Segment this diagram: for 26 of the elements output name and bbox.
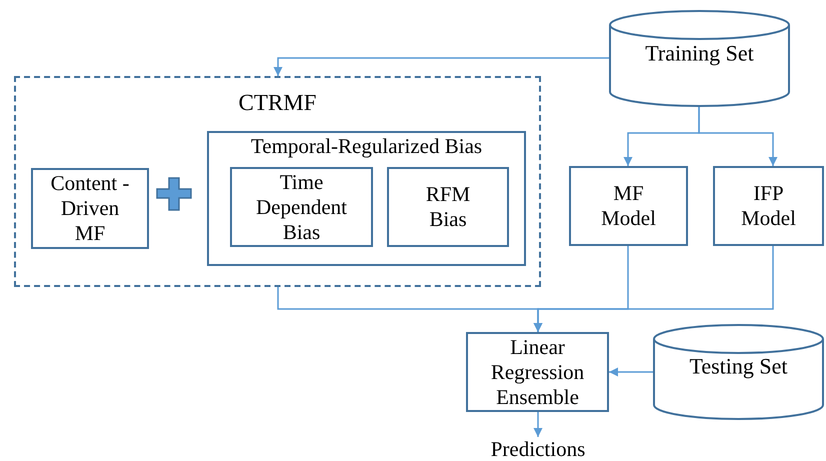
process-box: [387, 167, 509, 247]
node-label: Linear Regression Ensemble: [490, 334, 586, 410]
database-cylinder: [609, 10, 790, 107]
node-label: Temporal-Regularized Bias: [250, 134, 484, 159]
node-label: Content -Driven MF: [50, 171, 130, 246]
arrow: [609, 368, 653, 376]
process-box: [31, 168, 149, 249]
node-label: Testing Set: [688, 354, 789, 379]
dashed-group-box: [14, 76, 541, 287]
process-box: [569, 166, 688, 246]
node-label: Predictions: [490, 437, 586, 461]
arrow: [698, 107, 778, 166]
database-cylinder: [653, 324, 824, 420]
process-box: [713, 166, 824, 246]
node-label: Time Dependent Bias: [255, 170, 348, 244]
arrow: [274, 57, 609, 76]
arrow: [534, 246, 774, 332]
process-box: [230, 167, 373, 247]
arrow: [534, 412, 542, 437]
node-label: RFM Bias: [424, 182, 472, 232]
group-box: [207, 131, 526, 266]
node-label: Training Set: [644, 40, 755, 66]
node-label: CTRMF: [238, 90, 318, 115]
node-label: MF Model: [600, 181, 657, 231]
node-label: IFP Model: [740, 181, 797, 231]
process-box: [466, 332, 609, 412]
